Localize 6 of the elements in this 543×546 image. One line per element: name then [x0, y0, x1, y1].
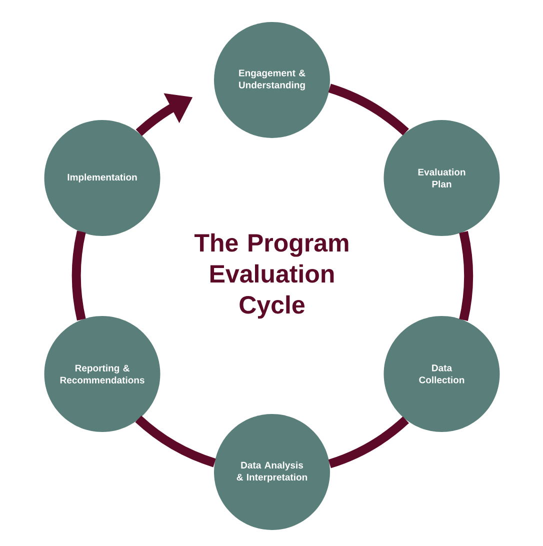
title: The Program Evaluation Cycle: [194, 233, 348, 319]
ring-arc: [72, 230, 86, 321]
ring-arc: [459, 231, 474, 321]
ring-arc: [135, 416, 216, 468]
ring-arc: [328, 416, 409, 468]
ring-arc: [328, 84, 409, 136]
